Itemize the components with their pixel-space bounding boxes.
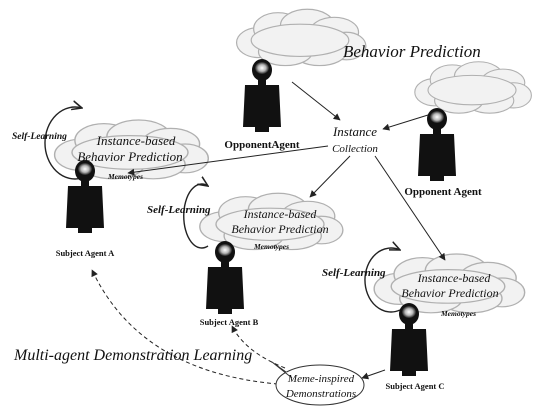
memotypes-label-a: Memotypes — [107, 172, 143, 181]
opponent-agent-left-label: OpponentAgent — [224, 139, 300, 151]
opponent-cloud-right — [414, 61, 532, 114]
self-learning-loop-c — [364, 248, 400, 313]
behavior-prediction-title: Behavior Prediction — [343, 42, 481, 61]
instance-label: Instance — [332, 124, 377, 139]
arrow-opponent-right-to-instance — [382, 114, 429, 131]
opponent-agent-left-figure — [243, 59, 281, 132]
demonstrations-line2: Demonstrations — [285, 388, 356, 400]
arrow-instance-to-agent-b — [309, 155, 351, 198]
arrow-opponent-to-instance — [291, 81, 341, 121]
dashed-arrow-to-agent-b — [231, 325, 286, 369]
demonstrations-line1: Meme-inspired — [287, 373, 355, 385]
prediction-a-line2: Behavior Prediction — [77, 149, 182, 164]
arrow-agent-c-to-demonstrations — [361, 369, 386, 380]
dashed-arrow-to-agent-a — [91, 269, 279, 385]
opponent-agent-right-figure — [418, 108, 456, 181]
prediction-c-line1: Instance-based — [417, 271, 492, 285]
memotypes-label-c: Memotypes — [440, 309, 476, 318]
prediction-b-line2: Behavior Prediction — [231, 222, 328, 236]
arrow-instance-to-agent-c — [374, 155, 446, 261]
subject-agent-c-figure — [390, 303, 428, 376]
subject-agent-b-figure — [206, 241, 244, 314]
prediction-c-line2: Behavior Prediction — [401, 286, 498, 300]
demonstrations-bubble — [275, 364, 365, 406]
self-learning-label-a: Self-Learning — [12, 132, 67, 142]
memotypes-label-b: Memotypes — [253, 242, 289, 251]
self-learning-loop-b — [183, 184, 208, 249]
multi-agent-title: Multi-agent Demonstration Learning — [13, 347, 252, 364]
self-learning-label-c: Self-Learning — [322, 267, 386, 279]
prediction-b-line1: Instance-based — [243, 207, 318, 221]
self-learning-loop-a — [44, 107, 82, 180]
opponent-agent-right-label: Opponent Agent — [404, 186, 482, 198]
collection-label: Collection — [332, 143, 378, 155]
prediction-a-line1: Instance-based — [96, 133, 176, 148]
subject-agent-b-label: Subject Agent B — [200, 317, 259, 327]
self-learning-label-b: Self-Learning — [147, 204, 211, 216]
subject-agent-a-label: Subject Agent A — [56, 248, 115, 258]
arrow-instance-to-agent-a — [127, 145, 329, 176]
subject-agent-c-label: Subject Agent C — [385, 381, 444, 391]
